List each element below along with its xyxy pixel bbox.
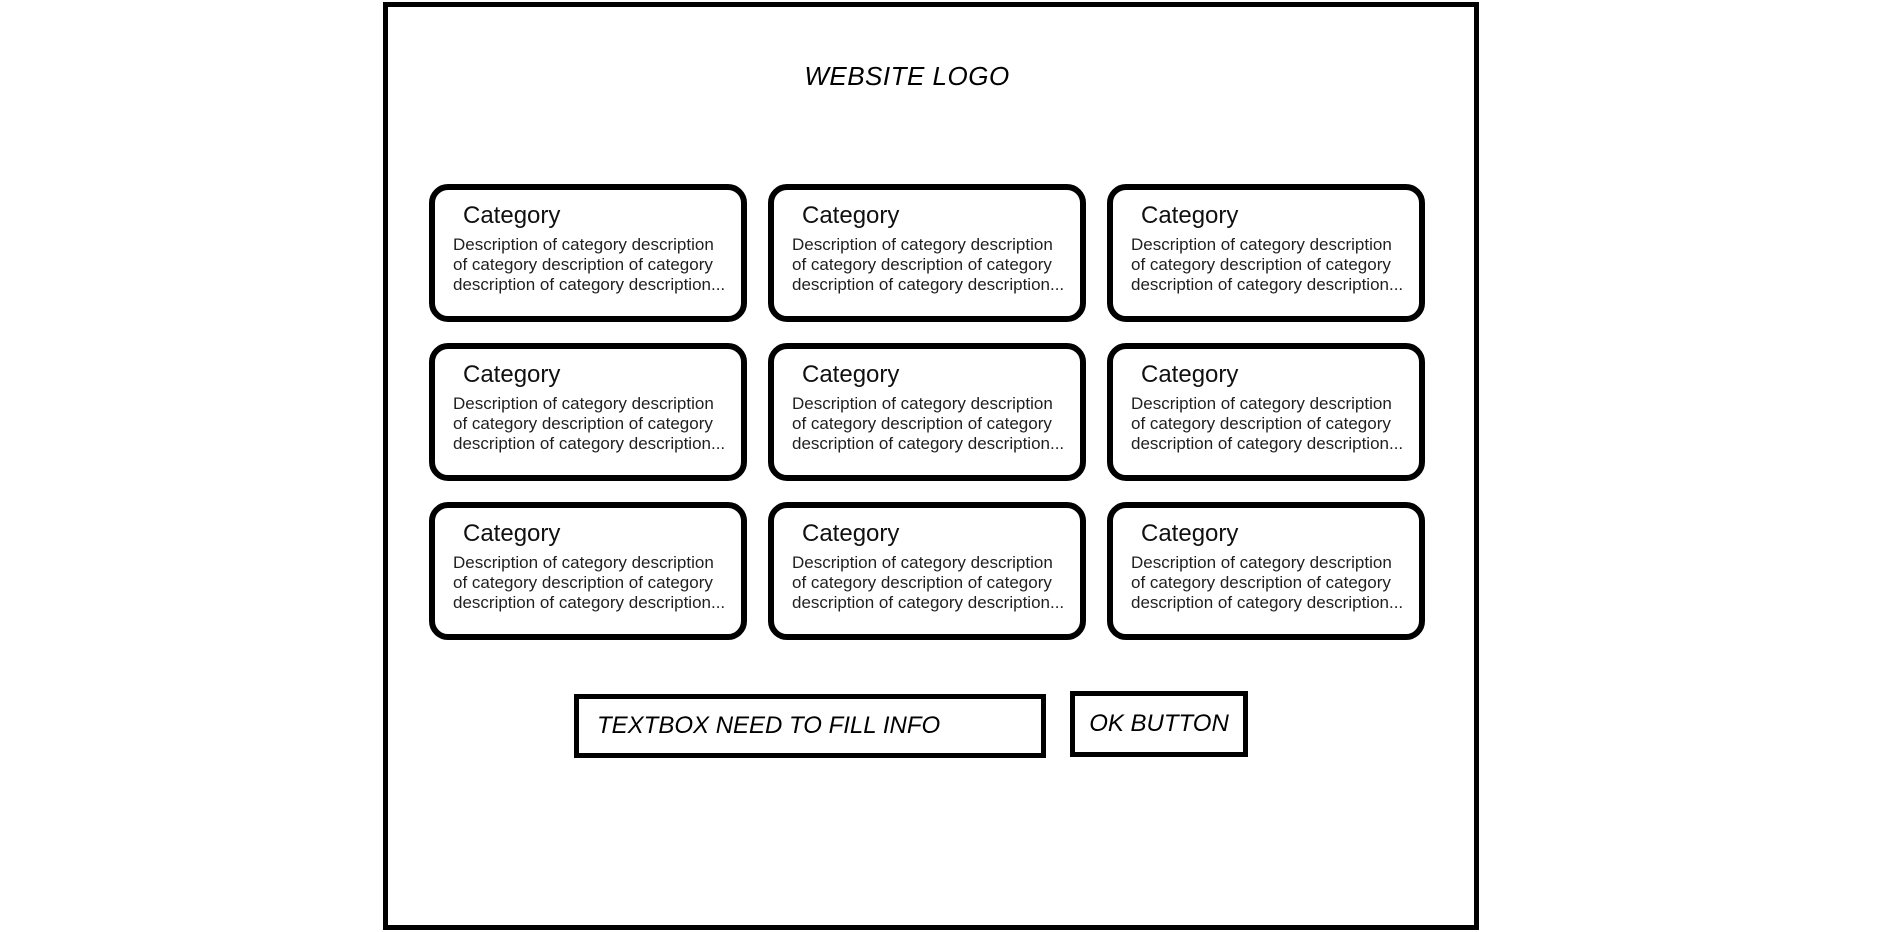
card-description-line: of category description of category bbox=[1131, 573, 1391, 592]
card-description-line: Description of category description bbox=[792, 235, 1053, 254]
card-description-line: description of category description... bbox=[453, 593, 726, 612]
card-title: Category bbox=[1141, 202, 1239, 229]
card-description-line: description of category description... bbox=[1131, 275, 1404, 294]
card-description-line: Description of category description bbox=[1131, 553, 1392, 572]
card-description-line: Description of category description bbox=[1131, 235, 1392, 254]
category-card[interactable]: Category Description of category descrip… bbox=[1107, 343, 1425, 481]
card-description-line: description of category description... bbox=[453, 434, 726, 453]
card-title: Category bbox=[463, 202, 561, 229]
card-description-line: Description of category description bbox=[792, 394, 1053, 413]
category-card[interactable]: Category Description of category descrip… bbox=[1107, 184, 1425, 322]
card-description-line: description of category description... bbox=[453, 275, 726, 294]
card-description-line: of category description of category bbox=[453, 255, 713, 274]
card-description-line: description of category description... bbox=[792, 275, 1065, 294]
card-description-line: of category description of category bbox=[1131, 414, 1391, 433]
category-card[interactable]: Category Description of category descrip… bbox=[768, 502, 1086, 640]
card-title: Category bbox=[802, 520, 900, 547]
card-title: Category bbox=[1141, 520, 1239, 547]
card-title: Category bbox=[802, 202, 900, 229]
category-card[interactable]: Category Description of category descrip… bbox=[768, 343, 1086, 481]
info-textbox[interactable] bbox=[574, 694, 1046, 758]
card-description-line: Description of category description bbox=[792, 553, 1053, 572]
card-description-line: Description of category description bbox=[1131, 394, 1392, 413]
category-card[interactable]: Category Description of category descrip… bbox=[768, 184, 1086, 322]
card-title: Category bbox=[802, 361, 900, 388]
category-card[interactable]: Category Description of category descrip… bbox=[429, 343, 747, 481]
card-title: Category bbox=[1141, 361, 1239, 388]
card-description-line: of category description of category bbox=[792, 255, 1052, 274]
card-description-line: of category description of category bbox=[792, 573, 1052, 592]
card-title: Category bbox=[463, 361, 561, 388]
category-grid: Category Description of category descrip… bbox=[429, 184, 1425, 640]
card-description-line: of category description of category bbox=[453, 573, 713, 592]
site-logo: WEBSITE LOGO bbox=[804, 61, 1010, 91]
card-description-line: description of category description... bbox=[1131, 434, 1404, 453]
category-card[interactable]: Category Description of category descrip… bbox=[429, 184, 747, 322]
card-title: Category bbox=[463, 520, 561, 547]
ok-button[interactable]: OK BUTTON bbox=[1070, 691, 1248, 757]
category-card[interactable]: Category Description of category descrip… bbox=[1107, 502, 1425, 640]
card-description-line: Description of category description bbox=[453, 394, 714, 413]
card-description-line: Description of category description bbox=[453, 553, 714, 572]
card-description-line: of category description of category bbox=[792, 414, 1052, 433]
card-description-line: of category description of category bbox=[453, 414, 713, 433]
card-description-line: description of category description... bbox=[1131, 593, 1404, 612]
card-description-line: Description of category description bbox=[453, 235, 714, 254]
card-description-line: description of category description... bbox=[792, 434, 1065, 453]
card-description-line: of category description of category bbox=[1131, 255, 1391, 274]
card-description-line: description of category description... bbox=[792, 593, 1065, 612]
category-card[interactable]: Category Description of category descrip… bbox=[429, 502, 747, 640]
